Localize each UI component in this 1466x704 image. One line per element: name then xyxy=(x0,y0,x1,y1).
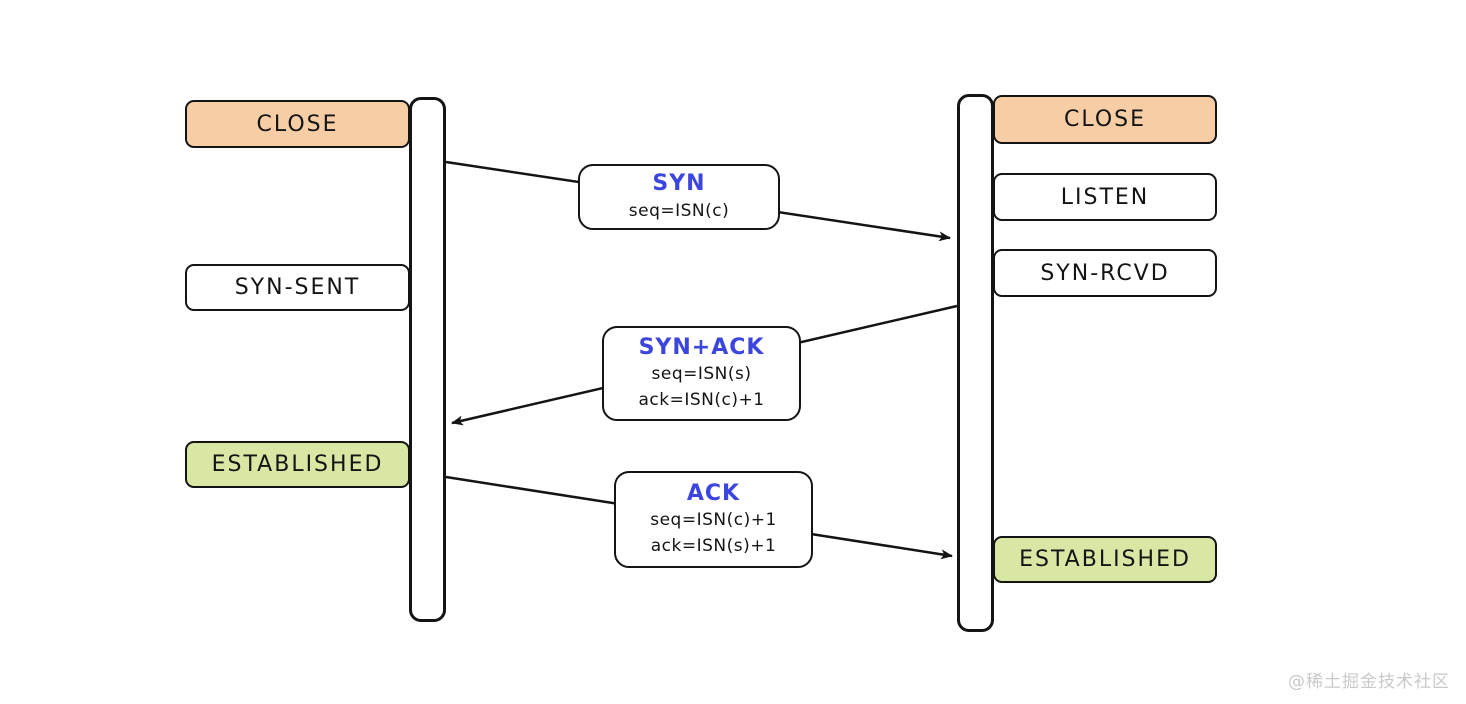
ack-message-title: ACK xyxy=(686,480,741,506)
syn-ack-message-box: SYN+ACK seq=ISN(s) ack=ISN(c)+1 xyxy=(602,326,801,421)
server-state-established: ESTABLISHED xyxy=(993,536,1217,583)
syn-ack-message-ack: ack=ISN(c)+1 xyxy=(638,389,765,410)
syn-ack-message-seq: seq=ISN(s) xyxy=(651,364,752,385)
syn-message-box: SYN seq=ISN(c) xyxy=(578,164,780,230)
ack-message-seq: seq=ISN(c)+1 xyxy=(650,510,777,531)
watermark: @稀土掘金技术社区 xyxy=(1288,672,1450,692)
client-state-established: ESTABLISHED xyxy=(185,441,410,488)
server-state-syn-rcvd: SYN-RCVD xyxy=(993,249,1217,297)
server-state-listen: LISTEN xyxy=(993,173,1217,221)
client-state-syn-sent: SYN-SENT xyxy=(185,264,410,311)
syn-message-seq: seq=ISN(c) xyxy=(628,200,730,221)
server-lifeline xyxy=(957,94,994,632)
ack-message-box: ACK seq=ISN(c)+1 ack=ISN(s)+1 xyxy=(614,471,813,568)
ack-message-ack: ack=ISN(s)+1 xyxy=(650,535,777,556)
client-state-close: CLOSE xyxy=(185,100,410,148)
client-lifeline xyxy=(409,97,446,622)
server-state-close: CLOSE xyxy=(993,95,1217,144)
syn-message-title: SYN xyxy=(652,170,706,196)
syn-ack-message-title: SYN+ACK xyxy=(638,334,765,360)
